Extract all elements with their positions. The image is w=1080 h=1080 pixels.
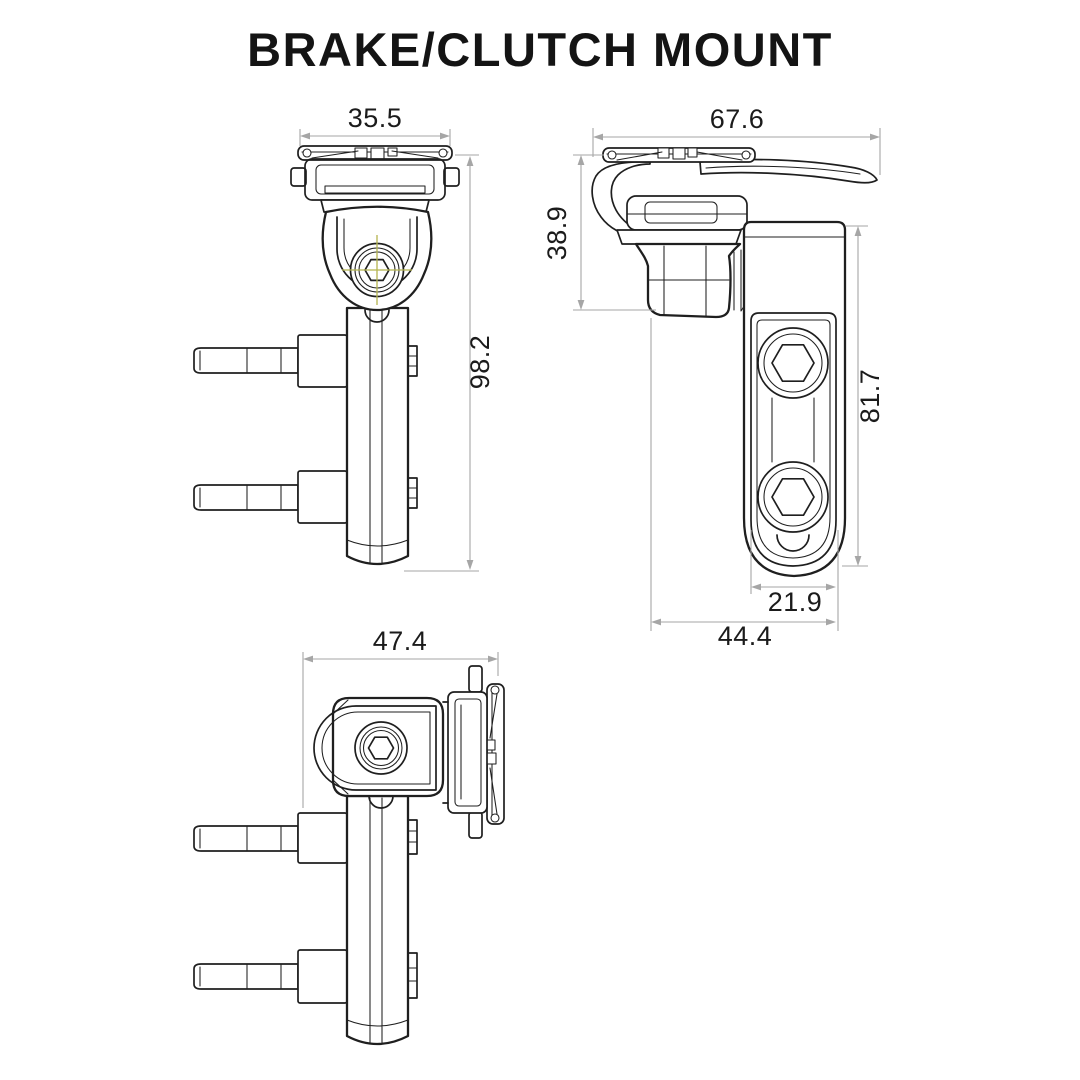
side-mount-head [602, 147, 756, 245]
rotated-arm [345, 794, 410, 1046]
centerline-cross-icon [342, 235, 412, 305]
front-arm [345, 306, 410, 566]
dimension-label: 98.2 [465, 335, 495, 390]
dimension-label: 67.6 [710, 104, 765, 134]
dimension-front-height: 98.2 [404, 154, 495, 572]
side-hex-bolt-top [771, 343, 815, 383]
rotated-hex-socket-bolt [367, 736, 395, 760]
dimension-label: 81.7 [855, 369, 885, 424]
dimension-label: 44.4 [718, 621, 773, 651]
side-clamp-plate [742, 220, 847, 578]
dimension-side-width: 67.6 [592, 104, 881, 175]
side-body [634, 242, 760, 319]
dimension-label: 38.9 [542, 206, 572, 261]
front-ball-housing [321, 205, 433, 323]
dimension-bottom-width: 47.4 [302, 626, 499, 808]
dimension-label: 21.9 [768, 587, 823, 617]
dimension-label: 47.4 [373, 626, 428, 656]
side-hex-bolt-bottom [771, 477, 815, 517]
dimension-label: 35.5 [348, 103, 403, 133]
rotated-ball-housing [313, 696, 445, 809]
dimension-side-base-width: 44.4 [650, 318, 836, 651]
dimension-front-width: 35.5 [299, 103, 451, 146]
rotated-mount-head [442, 665, 505, 839]
rotated-view: 47.4 [193, 626, 505, 1046]
side-lever [591, 158, 878, 238]
front-mount-head [290, 145, 460, 213]
side-view: 67.6 38.9 81.7 21.9 [542, 104, 885, 651]
dimension-side-slot-width: 21.9 [750, 530, 839, 631]
page-title: BRAKE/CLUTCH MOUNT [247, 23, 833, 76]
dimension-side-head-height: 38.9 [542, 154, 656, 311]
front-handlebar-bolts [193, 334, 418, 524]
front-view: 35.5 98.2 [193, 103, 495, 572]
dimension-side-clamp-height: 81.7 [842, 225, 885, 567]
